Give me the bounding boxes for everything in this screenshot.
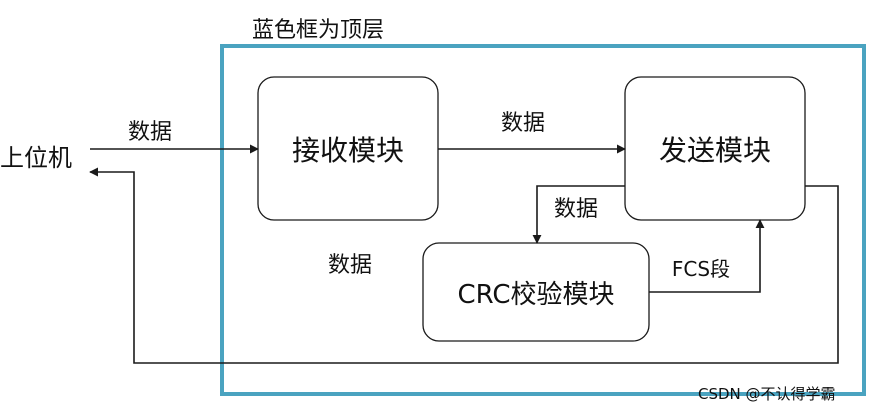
diagram-title: 蓝色框为顶层 [252, 18, 384, 43]
receive-module-label: 接收模块 [292, 134, 404, 167]
crc-module: CRC校验模块 [422, 242, 650, 342]
arrow-send-to-crc [532, 185, 625, 244]
top-level-frame [220, 44, 866, 396]
label-host-to-receive: 数据 [128, 120, 172, 145]
host-label: 上位机 [0, 144, 72, 172]
label-crc-to-send: FCS段 [672, 257, 730, 281]
receive-module: 接收模块 [257, 76, 439, 221]
crc-module-label: CRC校验模块 [457, 280, 614, 310]
watermark-text: CSDN @不认得学霸 [698, 385, 836, 403]
send-module: 发送模块 [624, 76, 806, 221]
send-module-label: 发送模块 [659, 134, 771, 167]
arrow-crc-to-send [649, 219, 765, 293]
label-send-to-crc: 数据 [554, 197, 598, 222]
label-receive-to-send: 数据 [501, 111, 545, 136]
arrow-send-to-host [89, 167, 839, 364]
label-data-floating: 数据 [328, 253, 372, 278]
